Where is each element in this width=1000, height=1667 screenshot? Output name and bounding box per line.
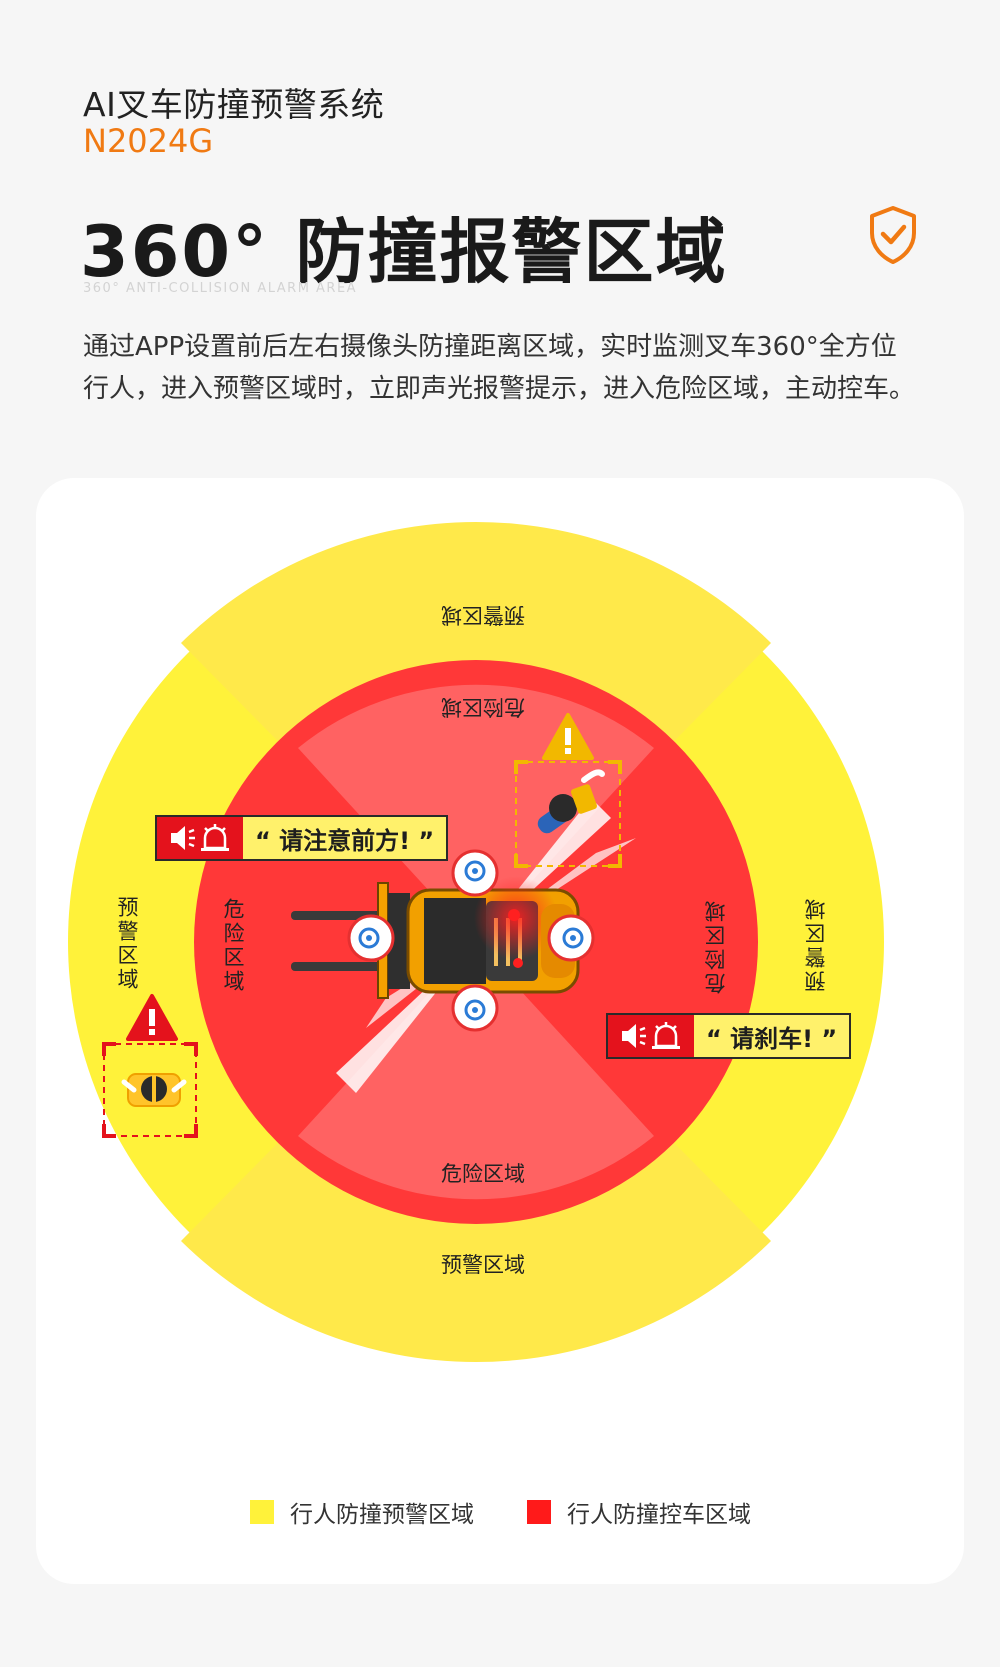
worker-detection-box xyxy=(102,1042,198,1138)
camera-front-icon xyxy=(451,849,499,897)
description-line-2: 行人，进入预警区域时，立即声光报警提示，进入危险区域，主动控车。 xyxy=(83,374,916,404)
forklift xyxy=(291,876,580,999)
warning-zone-label-right: 预警区域 xyxy=(804,896,828,992)
legend-warning-swatch xyxy=(250,1500,274,1524)
legend-warning-label: 行人防撞预警区域 xyxy=(290,1502,474,1528)
legend-danger-label: 行人防撞控车区域 xyxy=(567,1502,751,1528)
danger-zone-label-right: 危险区域 xyxy=(704,898,728,994)
description: 通过APP设置前后左右摄像头防撞距离区域，实时监测叉车360°全方位 行人，进入… xyxy=(83,326,943,410)
shield-check-icon xyxy=(870,206,916,264)
header-subtitle: AI叉车防撞预警系统 xyxy=(83,85,385,124)
danger-zone-label-left: 危险区域 xyxy=(221,898,245,994)
warning-triangle-icon xyxy=(542,713,594,760)
zone-diagram xyxy=(68,521,884,1363)
front-alert-callout: “ 请注意前方! ” xyxy=(155,815,449,861)
warning-triangle-icon-2 xyxy=(126,994,178,1041)
camera-right-icon xyxy=(547,914,595,962)
page-title: 360° 防撞报警区域 xyxy=(80,211,728,293)
model-number: N2024G xyxy=(83,122,214,160)
warning-zone-label-left: 预警区域 xyxy=(115,896,139,992)
zone-diagram-card: 预警区域 危险区域 危险区域 预警区域 预警区域 危险区域 危险区域 预警区域 … xyxy=(36,478,964,1584)
camera-rear-icon xyxy=(451,984,499,1032)
legend-warning: 行人防撞预警区域 xyxy=(250,1495,474,1529)
description-line-1: 通过APP设置前后左右摄像头防撞距离区域，实时监测叉车360°全方位 xyxy=(83,332,897,362)
brake-alert-text: “ 请刹车! ” xyxy=(706,1024,838,1053)
legend-danger-swatch xyxy=(527,1500,551,1524)
danger-zone-label-bottom: 危险区域 xyxy=(441,1162,525,1186)
front-alert-text: “ 请注意前方! ” xyxy=(255,826,435,855)
alarm-speaker-icon-2 xyxy=(608,1015,694,1057)
pedestrian-detection-box xyxy=(514,760,622,868)
legend-danger: 行人防撞控车区域 xyxy=(527,1495,751,1529)
warning-zone-label-top: 预警区域 xyxy=(441,603,525,627)
camera-left-icon xyxy=(347,914,395,962)
brake-alert-callout: “ 请刹车! ” xyxy=(606,1013,852,1059)
danger-zone-label-top: 危险区域 xyxy=(441,695,525,719)
english-subtitle: 360° ANTI-COLLISION ALARM AREA xyxy=(83,281,358,296)
warning-zone-label-bottom: 预警区域 xyxy=(441,1253,525,1277)
worker-icon xyxy=(121,1073,187,1107)
alarm-speaker-icon xyxy=(157,817,243,859)
pedestrian-icon xyxy=(537,769,605,834)
